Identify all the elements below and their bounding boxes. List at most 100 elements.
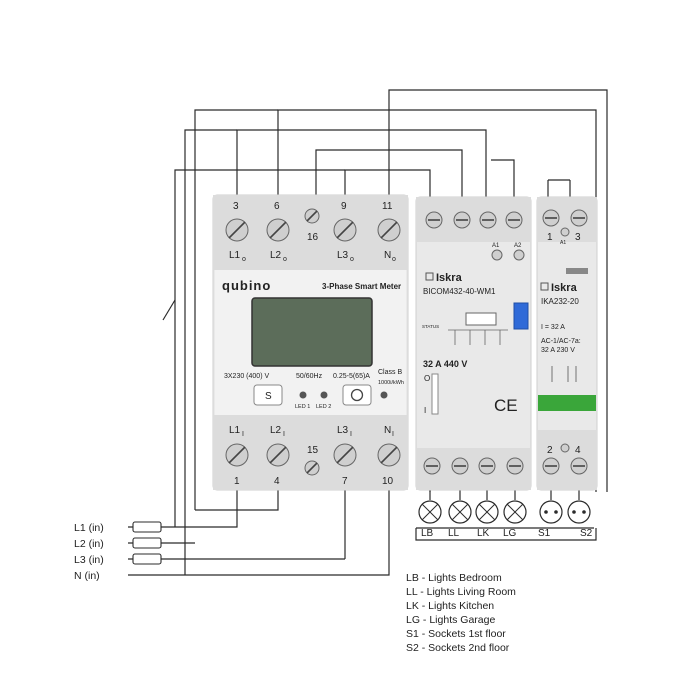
- lamp-lb: [418, 500, 442, 524]
- meter-spec-freq: 50/60Hz: [296, 373, 323, 380]
- c1-a1-label: A1: [492, 243, 500, 249]
- label-l1-out: L1: [229, 250, 241, 261]
- led1-label: LED 1: [295, 404, 310, 410]
- lamp-lb-x2: [421, 503, 439, 521]
- input-label-n: N (in): [74, 570, 100, 582]
- c2-a1-screw: [560, 227, 570, 237]
- label-l2-in: L2: [270, 425, 282, 436]
- screw-16-slot: [306, 210, 318, 222]
- meter-spec-voltage: 3X230 (400) V: [224, 373, 269, 380]
- terminal-num-3: 3: [233, 201, 239, 212]
- meter-spec-imp: 1000i/kWh: [378, 380, 404, 386]
- label-l2-out: L2: [270, 250, 282, 261]
- terminal-num-9: 9: [341, 201, 347, 212]
- label-l3-out-sub: o: [350, 256, 354, 263]
- socket-s1-pin1: [544, 510, 548, 514]
- load-label-lb: LB: [421, 528, 434, 539]
- label-l3-in-sub: I: [350, 431, 352, 438]
- meter-brand: qubino: [222, 278, 271, 293]
- socket-s1-icon: [539, 500, 563, 524]
- c1-a2-screw: [513, 249, 525, 261]
- screw-4-slot: [269, 446, 287, 464]
- c1-off: O: [424, 374, 430, 383]
- load-label-s1: S1: [538, 528, 551, 539]
- legend-item: LL - Lights Living Room: [406, 586, 516, 598]
- label-l2-out-sub: o: [283, 256, 287, 263]
- reset-icon: [350, 388, 364, 402]
- contactor-ika: 1 3 A1 Iskra IKA232-20 I = 32 A AC-1/AC-…: [536, 196, 598, 491]
- input-label-l3: L3 (in): [74, 554, 104, 566]
- screw-6-slot: [269, 221, 287, 239]
- terminal-num-10: 10: [382, 476, 394, 487]
- c1-a2-label: A2: [514, 243, 522, 249]
- load-label-lg: LG: [503, 528, 517, 539]
- terminal-num-16: 16: [307, 232, 319, 243]
- c2-top1: 1: [547, 232, 553, 243]
- input-fuses: [132, 521, 162, 565]
- wire-load-bus: [415, 528, 597, 541]
- fuse-l1: [132, 521, 162, 533]
- wire-left-3: [174, 169, 345, 527]
- loads: LB LL LK LG S1 S2: [418, 500, 593, 539]
- lamp-ll-x2: [451, 503, 469, 521]
- meter-top-screws: [225, 208, 401, 242]
- terminal-num-15: 15: [307, 445, 319, 456]
- lamp-lg-x2: [506, 503, 524, 521]
- c2-bot2: 2: [547, 445, 553, 456]
- c2-green-band: [538, 395, 596, 411]
- c2-model: IKA232-20: [541, 297, 579, 306]
- iskra-logo-icon-2: [540, 282, 549, 291]
- lamp-lg: [503, 500, 527, 524]
- c1-model: BICOM432-40-WM1: [423, 287, 496, 296]
- c1-a1-screw: [491, 249, 503, 261]
- c1-lever[interactable]: [431, 373, 439, 415]
- wire-left-2: [194, 109, 278, 510]
- meter-lcd: [251, 297, 373, 367]
- label-l1-in-sub: I: [242, 431, 244, 438]
- wire-top-4: [315, 149, 463, 215]
- wire-neutral-top: [388, 89, 608, 492]
- c1-ce-mark: CE: [494, 396, 518, 415]
- contactor1-bottom-screws: [423, 457, 524, 475]
- terminal-num-6: 6: [274, 201, 280, 212]
- input-label-l1: L1 (in): [74, 522, 104, 534]
- socket-s1-pin2: [554, 510, 558, 514]
- screw-3-slot: [228, 221, 246, 239]
- socket-s2-pin2: [582, 510, 586, 514]
- terminal-num-1: 1: [234, 476, 240, 487]
- c1-on: I: [424, 406, 426, 415]
- meter-s-button[interactable]: [253, 384, 283, 406]
- c1-brand: Iskra: [436, 272, 463, 284]
- screw-10-slot: [380, 446, 398, 464]
- meter-spec-current: 0.25-5(65)A: [333, 373, 370, 380]
- label-l3-out: L3: [337, 250, 349, 261]
- legend: LB - Lights Bedroom LL - Lights Living R…: [406, 572, 516, 654]
- wire-in-n: [128, 480, 390, 576]
- c1-rating: 32 A 440 V: [423, 359, 467, 369]
- screw-9-slot: [336, 221, 354, 239]
- meter-reset-button[interactable]: [342, 384, 372, 406]
- contactor1-top-screws: [425, 211, 523, 229]
- legend-item: LG - Lights Garage: [406, 614, 495, 626]
- meter-s-button-label: S: [265, 391, 272, 402]
- led2-label: LED 2: [316, 404, 331, 410]
- socket-s2-pin1: [572, 510, 576, 514]
- screw-1-slot: [228, 446, 246, 464]
- screw-15-slot: [306, 462, 318, 474]
- wire-switch: [162, 299, 176, 321]
- c1-manual-switch[interactable]: [513, 302, 529, 330]
- label-n-in-sub: I: [392, 431, 394, 438]
- wire-top-3: [236, 129, 487, 215]
- c1-status: STATUS: [422, 324, 439, 329]
- c2-a2-screw: [560, 443, 570, 453]
- input-label-l2: L2 (in): [74, 538, 104, 550]
- c2-a1-label: A1: [560, 240, 566, 246]
- wire-left-1: [184, 129, 237, 575]
- c2-brand: Iskra: [551, 282, 578, 294]
- c2-top3: 3: [575, 232, 581, 243]
- legend-item: S2 - Sockets 2nd floor: [406, 642, 510, 654]
- c2-indicator: [566, 268, 588, 274]
- label-l1-out-sub: o: [242, 256, 246, 263]
